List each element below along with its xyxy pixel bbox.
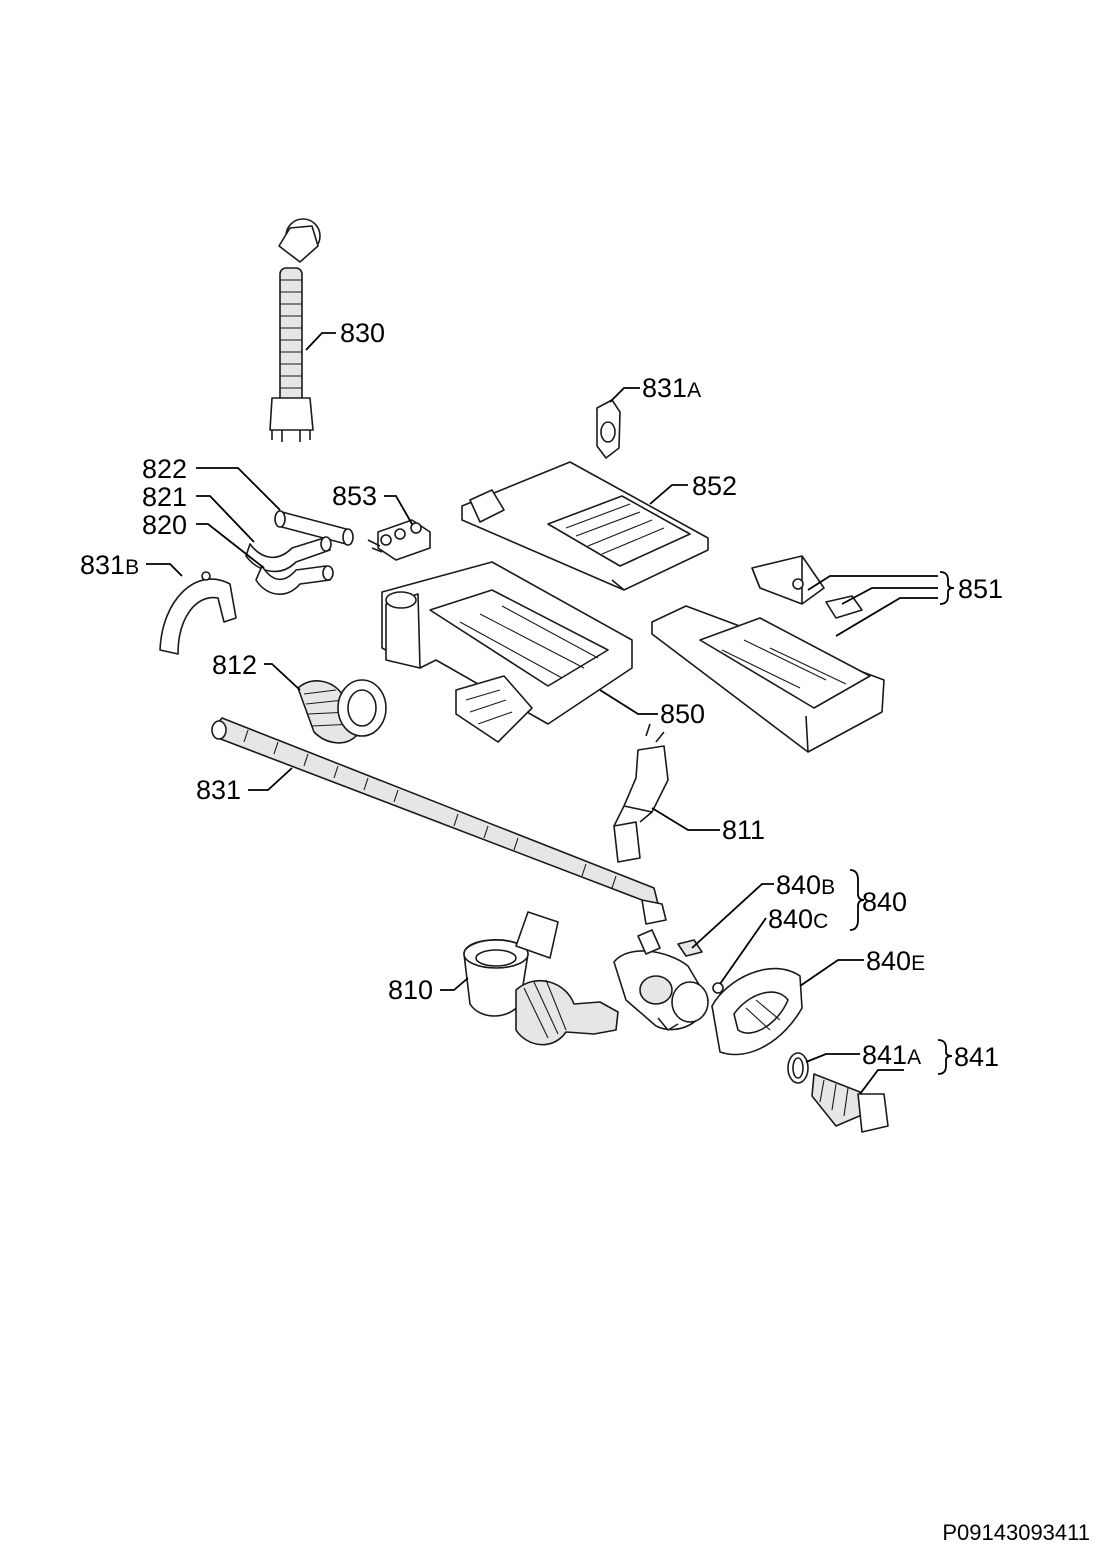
part-830-drain-hose — [269, 218, 321, 442]
part-851-drawer-handle — [751, 555, 825, 605]
label-811: 811 — [722, 815, 765, 845]
brace-840 — [849, 869, 865, 931]
leader-831a — [609, 387, 640, 403]
leader-811 — [651, 807, 720, 831]
leader-841 — [859, 1069, 904, 1095]
leader-830 — [305, 332, 336, 351]
label-840e: 840E — [866, 946, 925, 976]
braces — [849, 571, 955, 1075]
leader-820 — [196, 523, 265, 569]
brace-841 — [937, 1039, 953, 1075]
label-820: 820 — [142, 510, 187, 540]
label-851: 851 — [958, 574, 1003, 604]
label-821: 821 — [142, 482, 187, 512]
leader-812 — [264, 663, 301, 691]
leader-850 — [599, 689, 658, 715]
leader-831b — [146, 563, 183, 577]
label-831: 831 — [196, 775, 241, 805]
label-831b: 831B — [80, 550, 139, 580]
part-810-sump-assembly — [463, 911, 619, 1046]
part-811-pipe — [613, 723, 669, 863]
label-840: 840 — [862, 887, 907, 917]
leader-810 — [440, 977, 469, 991]
label-841a: 841A — [862, 1040, 921, 1070]
part-812-bellows — [297, 679, 387, 744]
leader-840b — [691, 883, 774, 949]
label-840b: 840B — [776, 870, 835, 900]
label-830: 830 — [340, 318, 385, 348]
label-810: 810 — [388, 975, 433, 1005]
part-852-cover-plate — [461, 461, 709, 591]
part-851-siphon-cap — [825, 595, 863, 619]
leader-851-handle — [807, 575, 938, 591]
brace-851 — [939, 571, 955, 605]
leader-821 — [196, 495, 255, 543]
part-831a-clip — [596, 399, 621, 459]
label-853: 853 — [332, 481, 377, 511]
leader-840c — [719, 917, 767, 985]
part-853-valve-block — [367, 519, 431, 561]
label-831a: 831A — [642, 373, 701, 403]
part-841a-o-ring — [787, 1052, 809, 1084]
part-820-bent-hose — [255, 565, 334, 595]
leader-851-drawer — [835, 597, 938, 637]
leader-841a — [805, 1053, 860, 1063]
part-840c-nut — [712, 982, 724, 994]
part-850-dispenser-housing — [381, 561, 633, 743]
label-822: 822 — [142, 454, 187, 484]
label-840c: 840C — [768, 904, 828, 934]
label-812: 812 — [212, 650, 257, 680]
leader-822 — [196, 467, 281, 511]
part-831b-hose-guide — [159, 571, 237, 655]
label-850: 850 — [660, 699, 705, 729]
document-id: P09143093411 — [942, 1520, 1090, 1545]
part-821-bent-hose — [245, 536, 332, 573]
leader-lines — [146, 332, 938, 1095]
leader-852 — [649, 484, 688, 505]
label-841: 841 — [954, 1042, 999, 1072]
part-831-drain-hose — [211, 717, 667, 925]
part-841-filter — [811, 1073, 889, 1133]
part-840-pump-body — [613, 929, 709, 1031]
leader-840e — [799, 959, 864, 987]
part-851-drawer-body — [651, 605, 885, 753]
part-822-straight-hose — [274, 510, 354, 546]
label-852: 852 — [692, 471, 737, 501]
leader-853 — [384, 495, 413, 525]
callout-labels: 830 831A 822 821 820 853 852 831B 851 81… — [80, 318, 1003, 1072]
leader-831 — [248, 767, 293, 791]
leader-851-siphon — [841, 587, 938, 605]
part-840e-pump-cover — [711, 967, 803, 1056]
